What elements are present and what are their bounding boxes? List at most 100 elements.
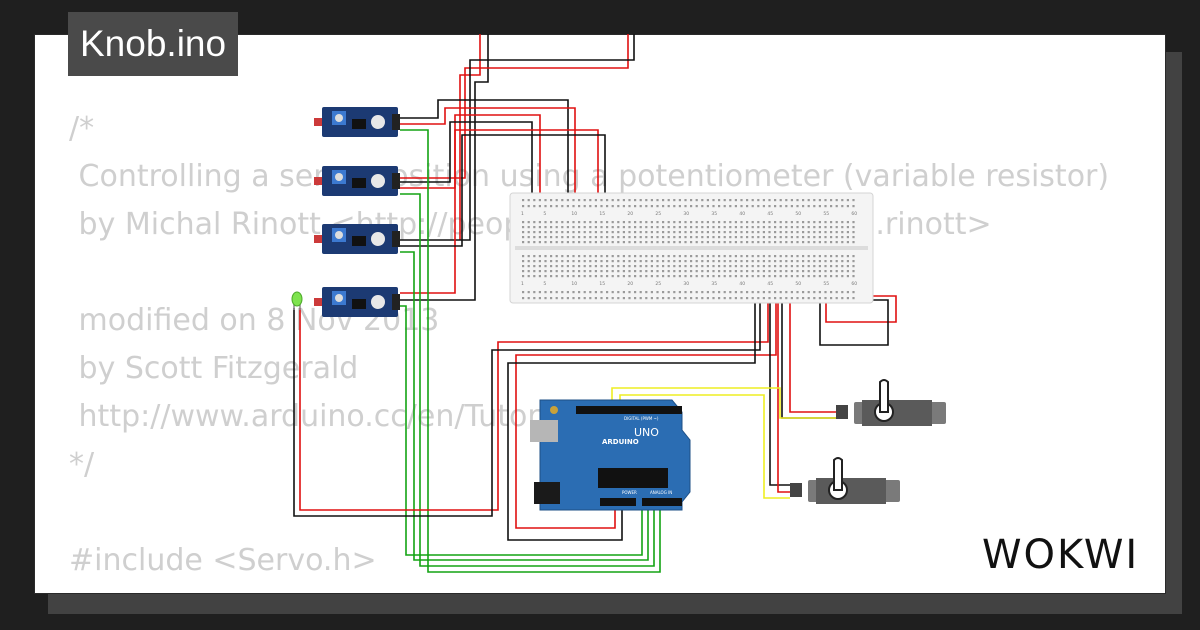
- breadboard-hole: [785, 275, 788, 278]
- breadboard-hole: [824, 231, 827, 234]
- board-brand-label: ARDUINO: [602, 438, 639, 446]
- breadboard-hole: [734, 291, 737, 294]
- breadboard-hole: [712, 260, 715, 263]
- breadboard-hole: [774, 270, 777, 273]
- breadboard-hole: [583, 270, 586, 273]
- breadboard-hole: [774, 236, 777, 239]
- breadboard-hole: [550, 265, 553, 268]
- breadboard-hole: [695, 241, 698, 244]
- breadboard-hole: [841, 291, 844, 294]
- breadboard-hole: [785, 236, 788, 239]
- breadboard-hole: [662, 221, 665, 224]
- breadboard-hole: [684, 226, 687, 229]
- breadboard-hole: [667, 291, 670, 294]
- breadboard-hole: [774, 199, 777, 202]
- breadboard-hole: [841, 260, 844, 263]
- breadboard-hole: [622, 291, 625, 294]
- breadboard-hole: [678, 265, 681, 268]
- breadboard-hole: [690, 226, 693, 229]
- breadboard-hole: [762, 297, 765, 300]
- breadboard-hole: [594, 255, 597, 258]
- wire-red: [400, 107, 576, 205]
- breadboard-hole: [600, 255, 603, 258]
- breadboard-hole: [790, 270, 793, 273]
- breadboard-hole: [594, 241, 597, 244]
- breadboard-hole: [533, 241, 536, 244]
- breadboard-hole: [656, 221, 659, 224]
- breadboard-hole: [852, 255, 855, 258]
- board-model-label: UNO: [634, 426, 659, 439]
- breadboard-hole: [701, 226, 704, 229]
- breadboard-hole: [768, 241, 771, 244]
- wire-black: [769, 298, 790, 486]
- breadboard-hole: [600, 265, 603, 268]
- breadboard-hole: [527, 236, 530, 239]
- breadboard-hole: [538, 205, 541, 208]
- breadboard-hole: [561, 205, 564, 208]
- breadboard-hole: [572, 199, 575, 202]
- breadboard-hole: [522, 205, 525, 208]
- breadboard-hole: [734, 205, 737, 208]
- wire-red: [515, 298, 777, 529]
- breadboard-hole: [718, 236, 721, 239]
- breadboard-hole: [678, 231, 681, 234]
- breadboard-hole: [790, 291, 793, 294]
- breadboard-hole: [706, 231, 709, 234]
- breadboard-hole: [723, 226, 726, 229]
- breadboard-hole: [818, 291, 821, 294]
- wire-black: [400, 121, 533, 205]
- breadboard-hole: [606, 199, 609, 202]
- breadboard-hole: [723, 231, 726, 234]
- breadboard-hole: [746, 270, 749, 273]
- breadboard-hole: [762, 291, 765, 294]
- breadboard-hole: [746, 291, 749, 294]
- breadboard-hole: [723, 297, 726, 300]
- breadboard-hole: [718, 260, 721, 263]
- breadboard-hole: [690, 265, 693, 268]
- breadboard-hole: [561, 199, 564, 202]
- breadboard-column-label: 5: [543, 281, 546, 287]
- breadboard-hole: [656, 231, 659, 234]
- breadboard-hole: [762, 231, 765, 234]
- breadboard-hole: [555, 255, 558, 258]
- breadboard-hole: [594, 236, 597, 239]
- breadboard-hole: [533, 270, 536, 273]
- breadboard-hole: [544, 260, 547, 263]
- breadboard-hole: [818, 260, 821, 263]
- breadboard-hole: [622, 297, 625, 300]
- breadboard-hole: [802, 291, 805, 294]
- breadboard-hole: [662, 270, 665, 273]
- breadboard-hole: [746, 236, 749, 239]
- breadboard-hole: [639, 226, 642, 229]
- breadboard-hole: [734, 297, 737, 300]
- breadboard-hole: [662, 260, 665, 263]
- breadboard-hole: [662, 236, 665, 239]
- project-title[interactable]: Knob.ino: [68, 12, 239, 76]
- breadboard-hole: [695, 231, 698, 234]
- breadboard-hole: [802, 205, 805, 208]
- breadboard-hole: [852, 231, 855, 234]
- breadboard-hole: [617, 241, 620, 244]
- breadboard-hole: [729, 226, 732, 229]
- breadboard-hole: [594, 199, 597, 202]
- breadboard-hole: [790, 241, 793, 244]
- breadboard-column-label: 15: [599, 211, 605, 217]
- breadboard-hole: [578, 241, 581, 244]
- breadboard-hole: [796, 255, 799, 258]
- breadboard-hole: [555, 221, 558, 224]
- breadboard-hole: [785, 226, 788, 229]
- breadboard-hole: [740, 205, 743, 208]
- breadboard-hole: [830, 260, 833, 263]
- breadboard-hole: [712, 221, 715, 224]
- breadboard-column-label: 20: [627, 281, 633, 287]
- breadboard-hole: [757, 297, 760, 300]
- breadboard-hole: [796, 270, 799, 273]
- breadboard-hole: [522, 255, 525, 258]
- breadboard-hole: [645, 265, 648, 268]
- breadboard-hole: [712, 226, 715, 229]
- breadboard-hole: [701, 275, 704, 278]
- breadboard-hole: [830, 275, 833, 278]
- breadboard-hole: [712, 241, 715, 244]
- breadboard-hole: [566, 275, 569, 278]
- breadboard-hole: [639, 255, 642, 258]
